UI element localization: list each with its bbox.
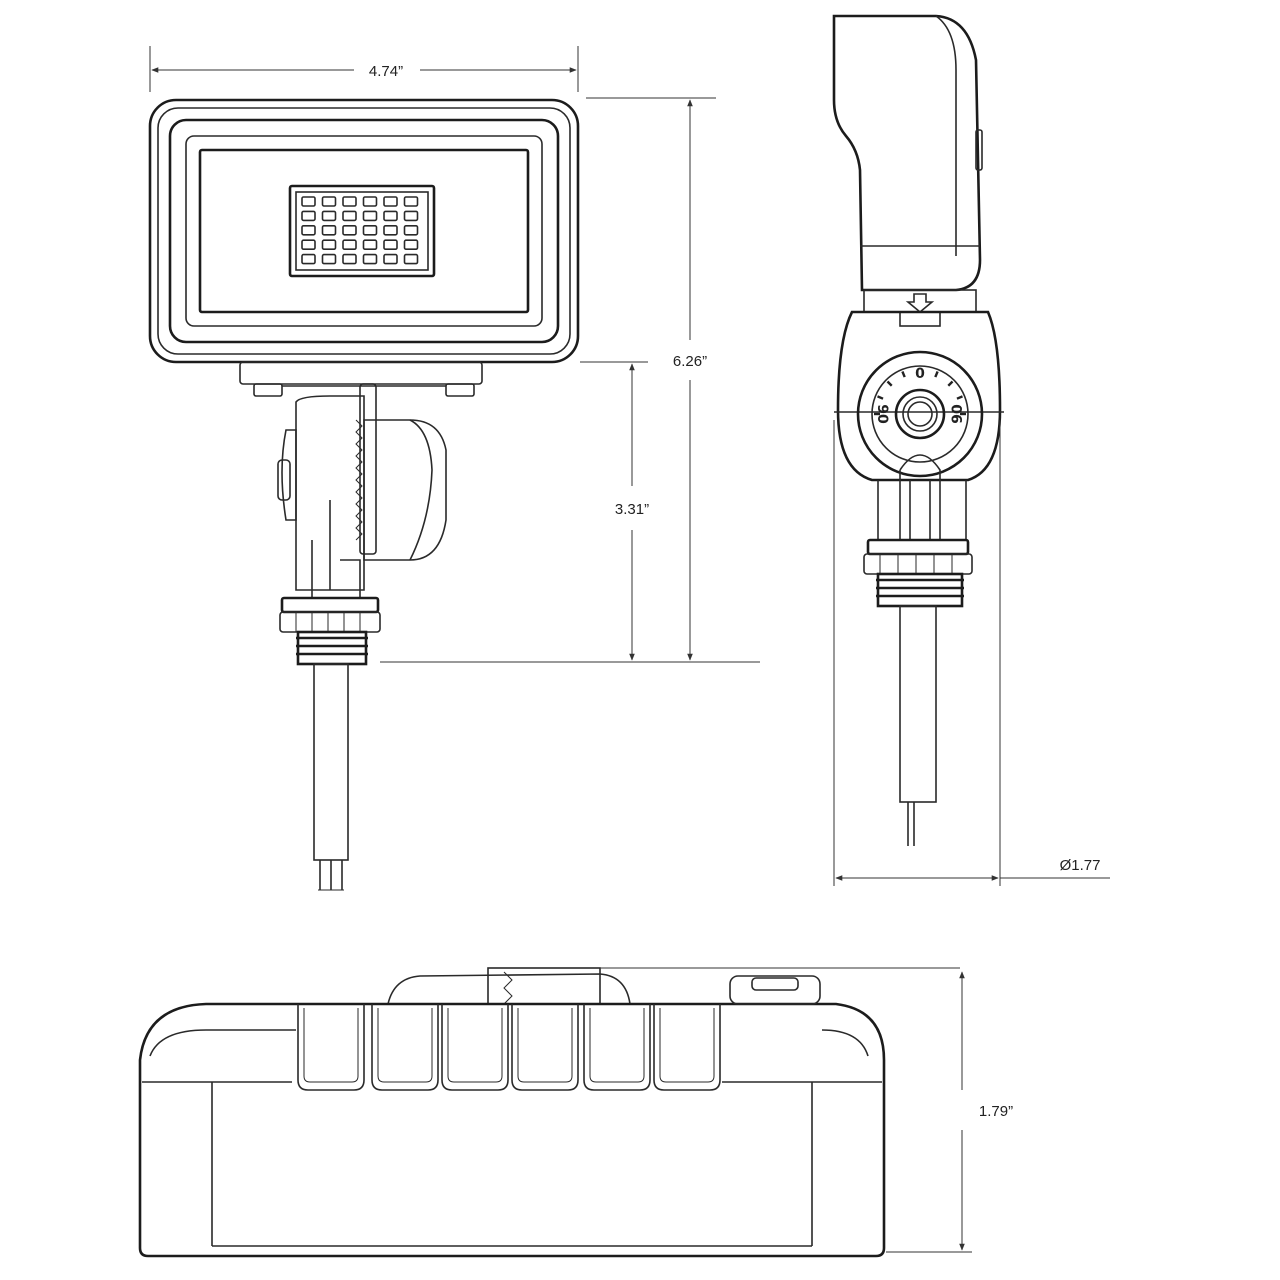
led-chip: [321, 253, 337, 265]
led-chip: [362, 196, 378, 207]
led-chip: [321, 225, 337, 236]
height-dimension-label: 6.26”: [673, 353, 707, 370]
bottom-housing: [138, 1002, 886, 1258]
led-chip: [321, 239, 337, 250]
width-dimension-label: 4.74”: [369, 63, 403, 80]
led-chip: [301, 225, 316, 236]
led-chip: [342, 210, 357, 222]
wire-sheath: [313, 663, 349, 861]
dial-tick: [934, 371, 939, 378]
dial-hub: [894, 388, 946, 440]
front-dimensions: 4.74” 6.26” 3.31”: [149, 46, 760, 663]
led-chip: [362, 210, 378, 222]
led-chip: [403, 253, 419, 265]
dial-tick: [956, 395, 963, 400]
fin-cell: [511, 1004, 579, 1091]
led-chip: [362, 253, 378, 265]
dial-tick: [901, 371, 906, 378]
dial-right-mark: 90: [950, 404, 966, 424]
fin-cell-inner: [377, 1008, 433, 1083]
side-fitting-collar: [866, 538, 970, 556]
diameter-dimension-label: Ø1.77: [1060, 857, 1101, 874]
heat-sink-fins: [297, 1004, 721, 1091]
led-chip: [342, 225, 357, 236]
led-chip: [301, 239, 316, 250]
dial-left-mark: 90: [874, 404, 890, 424]
front-bezel: [168, 118, 560, 344]
dial-tick-marks: [874, 371, 966, 416]
led-chip: [403, 225, 419, 236]
led-chip: [383, 210, 398, 222]
side-dimensions: Ø1.77: [833, 420, 1110, 886]
side-wire-sheath: [899, 605, 937, 803]
dial-tick: [947, 380, 954, 387]
side-view: 0 90 90: [832, 14, 1004, 846]
led-chip: [301, 196, 316, 207]
led-module: [288, 184, 436, 278]
led-chip: [342, 196, 357, 207]
fin-cell: [371, 1004, 439, 1091]
led-chip: [301, 210, 316, 222]
fitting-collar: [280, 596, 380, 614]
front-view: [148, 98, 580, 891]
front-lens: [198, 148, 530, 314]
led-chip: [342, 239, 357, 250]
fin-cell-inner: [659, 1008, 715, 1083]
led-chip: [403, 196, 419, 207]
dial-tick: [886, 380, 893, 387]
fin-cell: [441, 1004, 509, 1091]
dial-top-mark: 0: [915, 366, 925, 382]
led-chip: [342, 253, 357, 265]
dial-tick: [877, 395, 884, 400]
led-chip: [403, 210, 419, 222]
led-chip: [362, 239, 378, 250]
led-chip: [383, 225, 398, 236]
led-array: [301, 196, 419, 265]
fin-cell-inner: [447, 1008, 503, 1083]
direction-arrow-icon: [905, 293, 935, 314]
led-chip: [383, 253, 398, 265]
led-chip: [321, 210, 337, 222]
depth-dimension-label: 1.79”: [979, 1103, 1013, 1120]
fin-cell-inner: [589, 1008, 645, 1083]
side-knuckle: [836, 310, 1002, 482]
led-chip: [321, 196, 337, 207]
side-housing: [832, 14, 982, 292]
led-chip: [362, 225, 378, 236]
tilt-dial: [856, 350, 984, 478]
fin-cell-inner: [517, 1008, 573, 1083]
fin-cell-inner: [303, 1008, 359, 1083]
led-chip: [403, 239, 419, 250]
fin-cell: [297, 1004, 365, 1091]
bottom-dimensions: 1.79”: [886, 971, 1013, 1253]
led-chip: [383, 196, 398, 207]
led-chip: [383, 239, 398, 250]
mount-height-dimension-label: 3.31”: [615, 501, 649, 518]
led-chip: [301, 253, 316, 265]
fin-cell: [653, 1004, 721, 1091]
fin-cell: [583, 1004, 651, 1091]
bottom-view: [138, 967, 960, 1258]
